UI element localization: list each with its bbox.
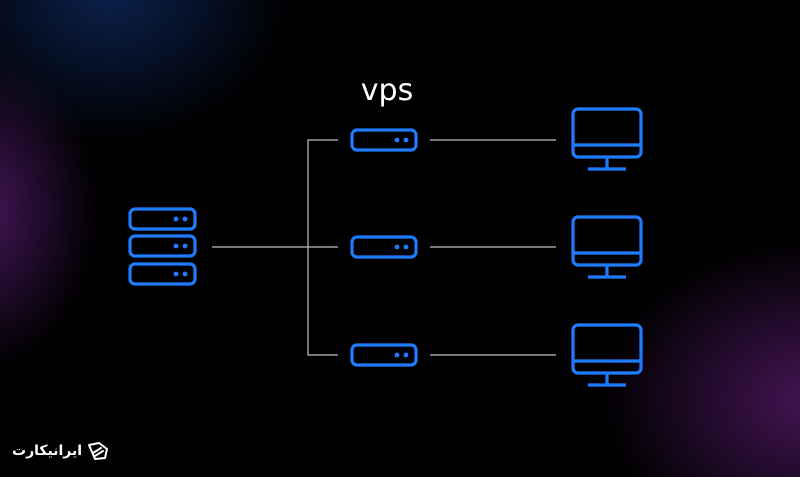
- connector-lines: [212, 139, 556, 356]
- vps-label: vps: [360, 73, 414, 108]
- monitor-icon: [571, 323, 643, 387]
- monitor-icon: [571, 215, 643, 279]
- server-unit-icon: [350, 343, 418, 367]
- server-stack-icon: [128, 207, 197, 286]
- server-unit-icon: [350, 235, 418, 259]
- brand-logo: ایرانیکارت: [12, 441, 109, 461]
- vps-branch-line-1: [307, 139, 338, 356]
- monitor-icon: [571, 107, 643, 171]
- brand-logo-text: ایرانیکارت: [12, 443, 83, 459]
- brand-mark-icon: [88, 442, 109, 460]
- server-unit-icon: [350, 128, 418, 152]
